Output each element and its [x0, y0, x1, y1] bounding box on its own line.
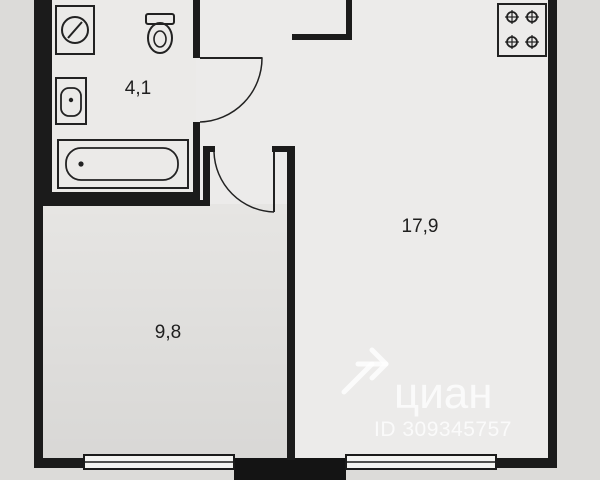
bedroom-area-label: 9,8 [155, 322, 181, 343]
wall-outer-right [548, 0, 557, 462]
wall-bathroom-right-upper [193, 0, 200, 58]
window-living-room [345, 454, 497, 470]
bathroom-area-label: 4,1 [125, 78, 151, 99]
watermark-brand-text: циан [394, 369, 493, 418]
wall-top-segment [346, 0, 352, 40]
toilet-icon [145, 13, 175, 54]
bathtub-icon [57, 139, 189, 189]
sink-icon [55, 77, 87, 125]
bedroom-shadow [42, 204, 288, 462]
wall-bathroom-right-lower [193, 122, 200, 202]
wall-bottom-pillar [234, 458, 346, 480]
bedroom-door-arc [213, 151, 275, 213]
wall-bedroom-right-upper [287, 146, 295, 212]
door-jamb-left [203, 146, 215, 152]
cian-watermark: циан ID 309345757 [341, 347, 512, 441]
living-room-floor [292, 0, 548, 462]
wall-outer-left [34, 0, 43, 462]
living-room-area-label: 17,9 [402, 216, 439, 237]
bathroom-door-arc [199, 57, 263, 123]
washing-machine-icon [55, 5, 95, 55]
door-jamb-right [272, 146, 295, 152]
cian-logo-icon [341, 347, 389, 395]
wall-bedroom-top [42, 200, 210, 206]
watermark-listing-id: ID 309345757 [374, 418, 512, 441]
wall-top-return [292, 34, 352, 40]
wall-bathroom-left [42, 0, 52, 200]
wall-hall-left [203, 146, 210, 206]
wall-bathroom-bottom [42, 192, 200, 202]
wall-bedroom-right [287, 206, 295, 460]
hallway-floor [196, 0, 292, 210]
stove-icon [497, 3, 547, 57]
window-bedroom [83, 454, 235, 470]
